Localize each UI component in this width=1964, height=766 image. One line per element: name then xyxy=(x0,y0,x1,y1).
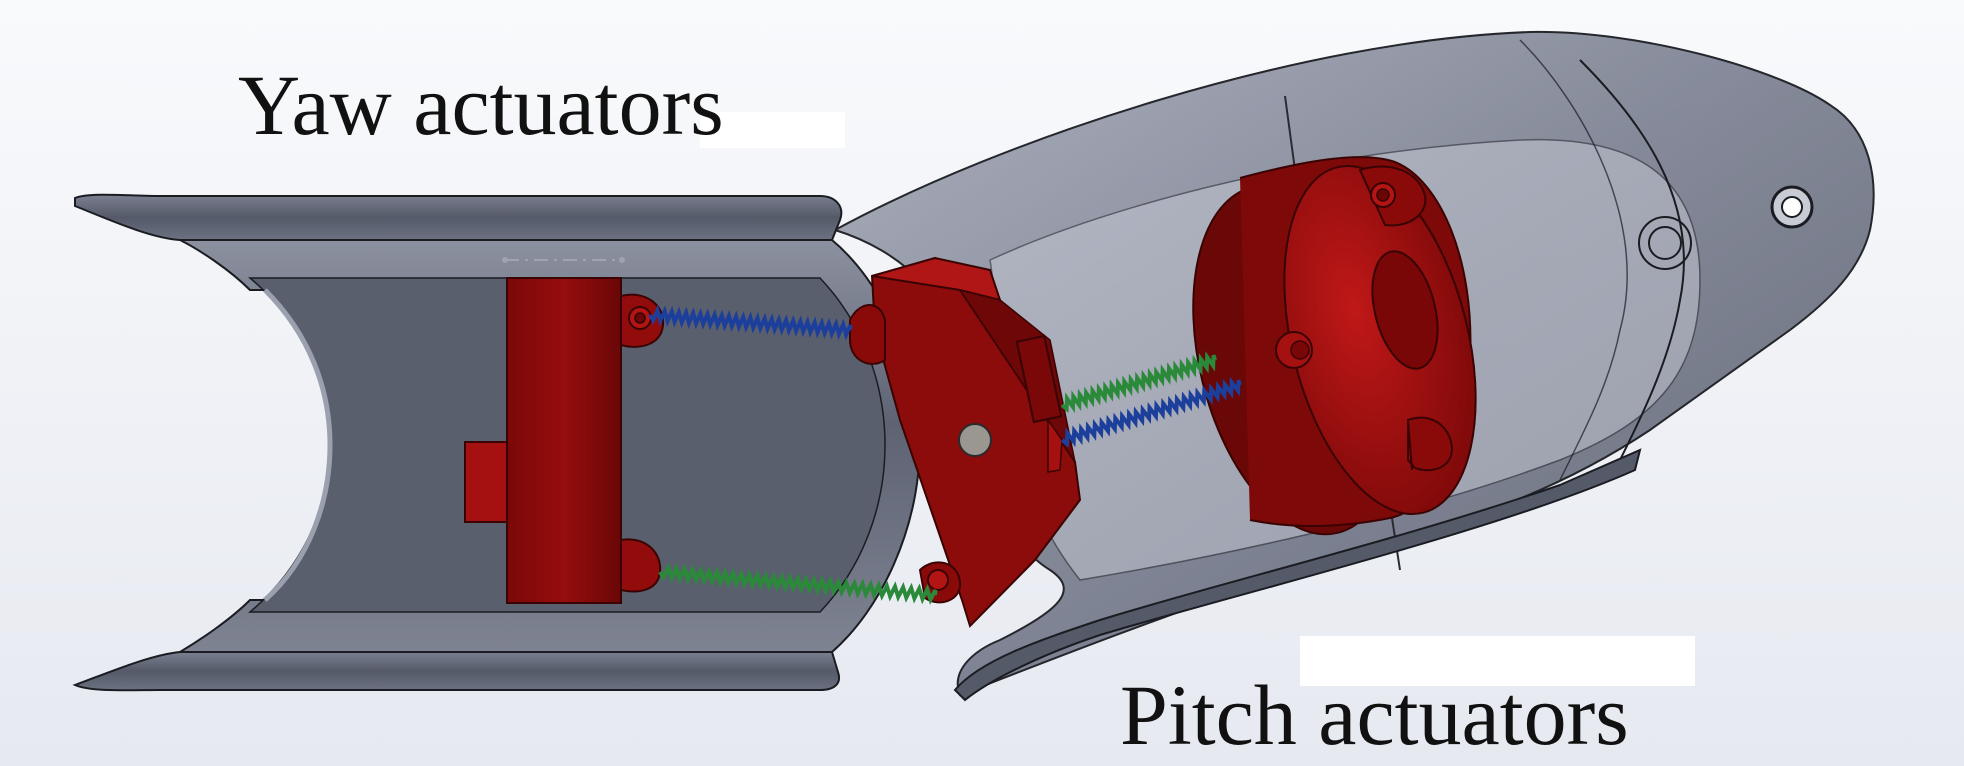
springs xyxy=(648,304,1242,605)
green-spring xyxy=(658,562,938,605)
white-patch-top xyxy=(700,112,845,148)
blue-spring xyxy=(648,304,853,341)
blue-spring xyxy=(1060,376,1242,448)
white-patch-bottom xyxy=(1300,636,1695,686)
middle-actuator-block xyxy=(849,256,1082,628)
yaw-actuator-block xyxy=(464,277,665,604)
pitch-actuators-label: Pitch actuators xyxy=(1120,667,1629,763)
yaw-actuators-label: Yaw actuators xyxy=(238,57,724,153)
disc-actuator xyxy=(1192,156,1477,536)
green-spring xyxy=(1060,351,1217,414)
